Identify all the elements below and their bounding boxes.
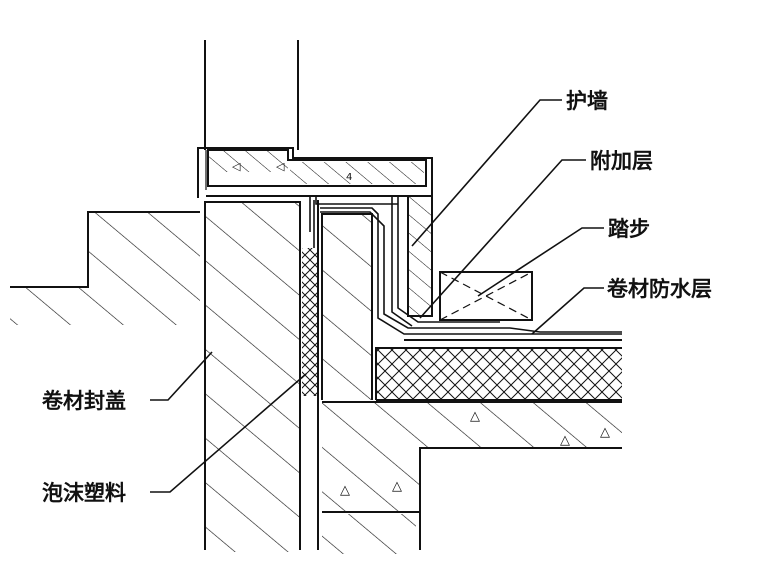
svg-text:4: 4 xyxy=(346,172,352,183)
svg-text:◁: ◁ xyxy=(276,160,285,173)
membrane-cap: ◁ ◁ 4 xyxy=(197,147,433,232)
svg-text:△: △ xyxy=(560,433,570,448)
protective-wall xyxy=(407,195,433,317)
additional-layer-flashing xyxy=(313,195,622,341)
label-protective-wall: 护墙 xyxy=(566,89,608,113)
left-ground-hatch xyxy=(10,211,200,325)
left-wall-hatch xyxy=(204,201,301,552)
leader-lines xyxy=(150,99,604,493)
label-foam-plastic: 泡沫塑料 xyxy=(42,481,126,505)
svg-text:◁: ◁ xyxy=(232,160,241,173)
label-membrane-cap: 卷材封盖 xyxy=(42,389,126,413)
foam-plastic-strip xyxy=(302,248,318,396)
label-additional-layer: 附加层 xyxy=(590,149,653,173)
lower-beam xyxy=(322,514,416,554)
label-step: 踏步 xyxy=(608,217,650,241)
svg-text:△: △ xyxy=(392,479,402,494)
svg-text:△: △ xyxy=(600,425,610,440)
label-membrane-waterproof-layer: 卷材防水层 xyxy=(607,277,712,301)
svg-text:△: △ xyxy=(340,483,350,498)
svg-text:△: △ xyxy=(470,409,480,424)
right-wall-hatch xyxy=(321,213,373,400)
insulation-layer xyxy=(375,347,622,401)
roof-slab: △ △ △ △ △ xyxy=(322,401,622,550)
